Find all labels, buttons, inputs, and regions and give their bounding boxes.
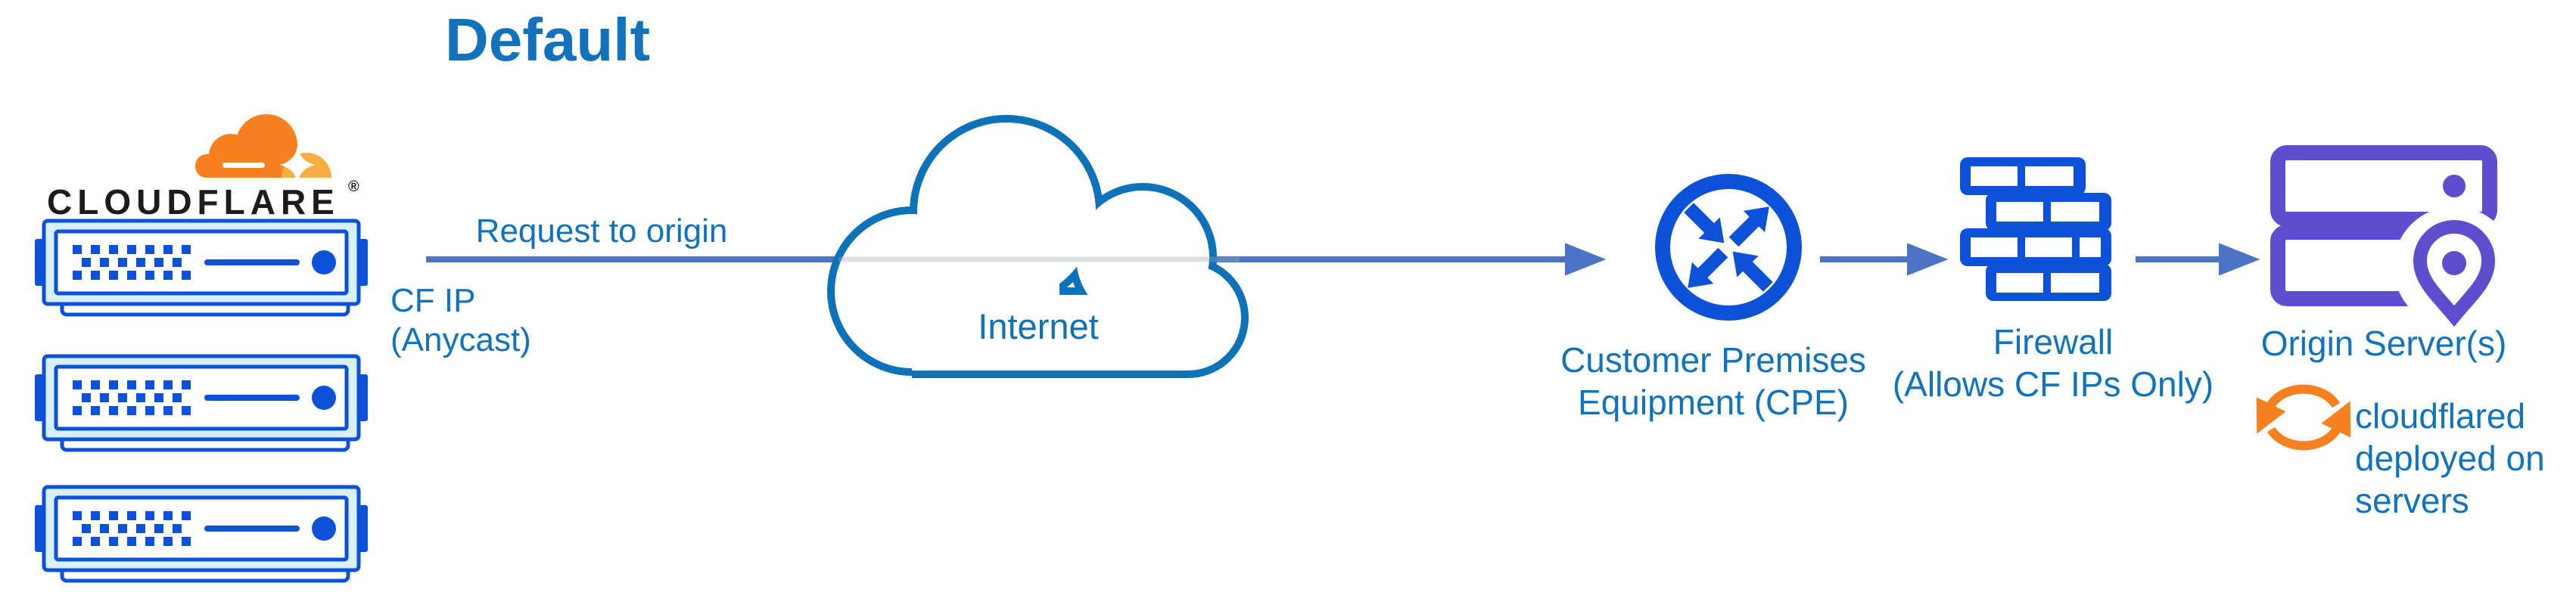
cloudflared-note-line3: servers [2355, 481, 2469, 520]
firewall-icon [1960, 157, 2111, 301]
cloudflare-server-icon-2 [35, 356, 368, 450]
cf-ip-label-line2: (Anycast) [390, 321, 531, 358]
page-title: Default [445, 6, 650, 73]
cloudflared-note-line2: deployed on [2355, 439, 2545, 478]
registered-mark: ® [348, 178, 359, 195]
firewall-label-line1: Firewall [1993, 322, 2113, 361]
cloudflare-logo-icon [195, 114, 331, 183]
request-to-origin-label: Request to origin [476, 212, 728, 250]
cloudflare-server-icon-1 [35, 221, 368, 315]
firewall-label-line2: (Allows CF IPs Only) [1893, 364, 2214, 404]
sync-icon [2256, 384, 2351, 451]
cpe-label-line2: Equipment (CPE) [1578, 383, 1849, 422]
internet-label: Internet [978, 306, 1098, 346]
cpe-router-icon [1655, 174, 1802, 321]
location-pin-icon [2413, 220, 2496, 327]
cloudflare-wordmark: CLOUDFLARE [47, 182, 340, 222]
cloudflare-server-icon-3 [35, 487, 368, 581]
cloudflared-note-line1: cloudflared [2355, 396, 2525, 436]
cpe-label-line1: Customer Premises [1560, 340, 1866, 380]
cf-ip-label-line1: CF IP [390, 282, 475, 319]
origin-label: Origin Server(s) [2261, 324, 2507, 363]
internet-cloud-icon [827, 115, 1249, 378]
origin-servers-icon [2270, 145, 2515, 327]
